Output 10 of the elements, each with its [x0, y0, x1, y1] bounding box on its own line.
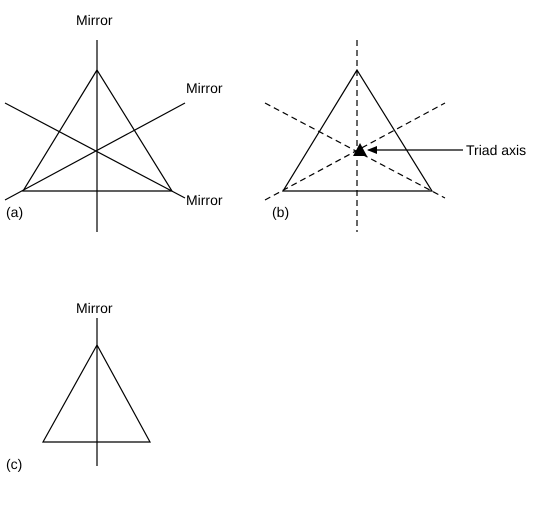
mirror-label: Mirror — [186, 192, 223, 208]
leader-arrow — [367, 146, 463, 154]
mirror-label: Mirror — [76, 12, 113, 28]
panel-label: (c) — [6, 456, 22, 472]
mirror-label: Mirror — [186, 80, 223, 96]
axis-label: Triad axis — [466, 142, 526, 158]
panel-label: (b) — [272, 204, 290, 220]
mirror-label: Mirror — [76, 300, 113, 316]
triad-symbol-icon — [353, 143, 367, 156]
panel-label: (a) — [6, 204, 24, 220]
